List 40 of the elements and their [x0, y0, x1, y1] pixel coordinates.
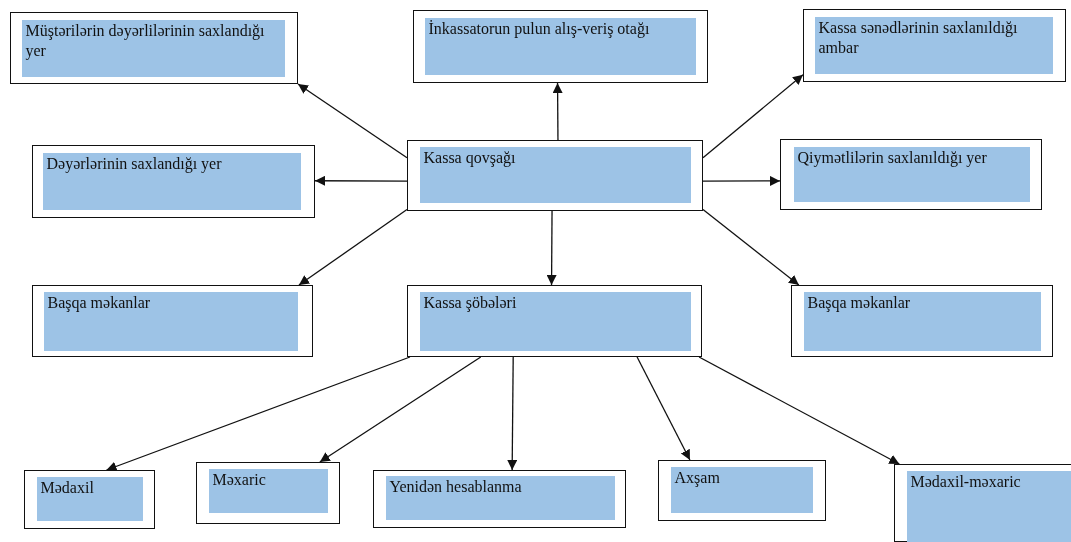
- process-box: [413, 10, 708, 83]
- arrow: [319, 356, 482, 463]
- arrow: [702, 175, 781, 186]
- process-box: [24, 470, 155, 529]
- arrow: [546, 210, 557, 286]
- node-label: Dəyərlərinin saxlandığı yer: [42, 152, 301, 210]
- process-box: [373, 470, 626, 528]
- arrow: [507, 356, 518, 471]
- node-label: Axşam: [670, 466, 813, 513]
- process-box: [803, 9, 1066, 82]
- arrow: [298, 208, 408, 286]
- node-label: Başqa məkanlar: [43, 291, 298, 351]
- arrow: [314, 175, 408, 186]
- node-label: Mədaxil-məxaric: [906, 470, 1071, 542]
- node-label: Mədaxil: [36, 476, 143, 521]
- process-box: [32, 285, 313, 357]
- node-label: Qiymətlilərin saxlanıldığı yer: [793, 146, 1030, 202]
- node-label: İnkassatorun pulun alış-veriş otağı: [424, 17, 696, 75]
- process-box: [658, 460, 826, 521]
- arrow: [702, 208, 800, 286]
- node-label: Kassa qovşağı: [419, 146, 691, 203]
- process-box: [407, 285, 702, 357]
- process-box: [10, 12, 298, 84]
- node-label: Kassa sənədlərinin saxlanıldığı ambar: [814, 16, 1053, 74]
- arrow: [698, 356, 900, 465]
- arrow: [297, 83, 408, 159]
- node-label: Kassa şöbələri: [419, 291, 691, 351]
- arrow: [105, 356, 411, 472]
- node-label: Yenidən hesablanma: [385, 475, 615, 520]
- arrow: [552, 82, 563, 141]
- arrow: [636, 356, 691, 461]
- process-box: [196, 462, 340, 524]
- process-box: [407, 140, 703, 211]
- node-label: Başqa məkanlar: [803, 291, 1041, 351]
- node-label: Məxaric: [208, 468, 328, 513]
- process-box: [780, 139, 1042, 210]
- node-label: Müştərilərin dəyərlilərinin saxlandığı yer: [21, 19, 285, 77]
- process-box: [32, 145, 315, 218]
- arrow: [702, 74, 804, 159]
- process-box: [791, 285, 1053, 357]
